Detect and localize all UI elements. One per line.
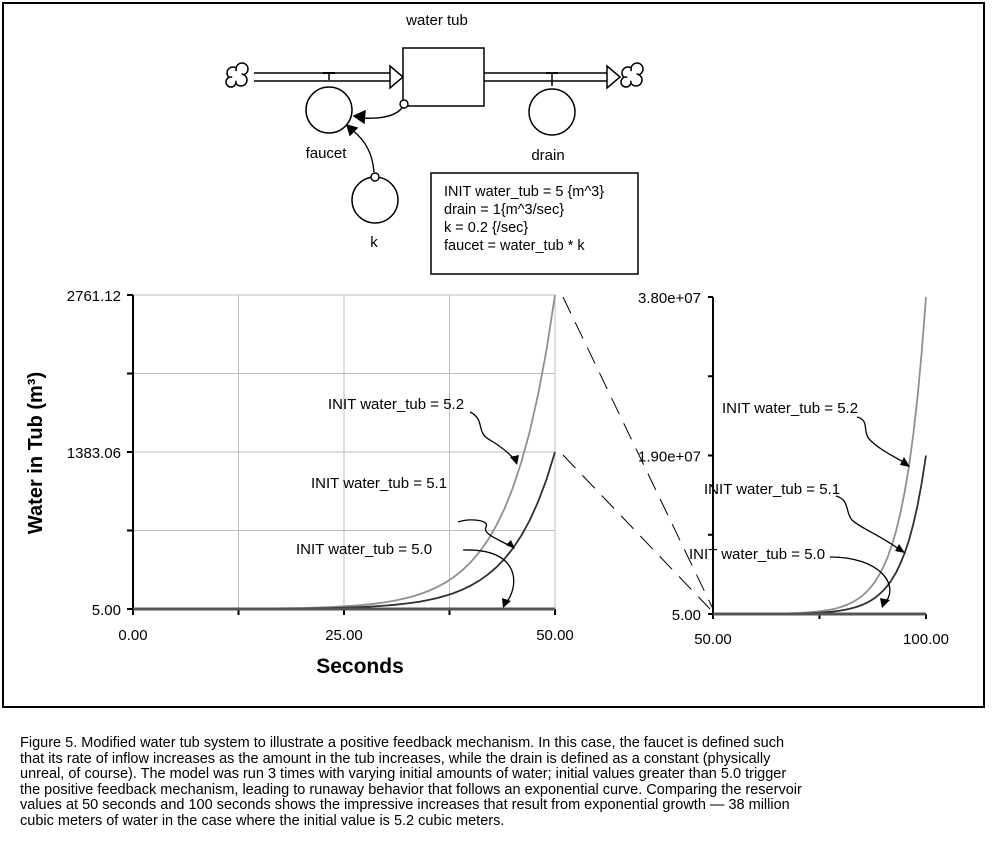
stock-flow-diagram: water tub faucet drain [225,12,644,275]
stock-label: water tub [405,12,468,29]
series-line-5-2 [713,296,927,615]
left-chart-grid [133,294,556,609]
right-chart-axes [708,296,927,619]
annotation-5-2: INIT water_tub = 5.2 [328,396,464,413]
drain-valve-icon [528,88,576,136]
annotation-pointer [829,556,891,604]
y-tick-label: 1.90e+07 [638,449,701,466]
equation-line: faucet = water_tub * k [444,238,585,254]
x-tick-label: 50.00 [536,627,574,644]
x-tick-label: 0.00 [118,627,147,644]
right-chart-tick-labels: 5.00 1.90e+07 3.80e+07 50.00 100.00 [638,290,949,648]
annotation-5-1: INIT water_tub = 5.1 [704,481,840,498]
outflow-pipe [484,64,622,90]
annotation-5-0: INIT water_tub = 5.0 [296,541,432,558]
constant-k-circle [351,176,399,224]
x-axis-label: Seconds [316,655,404,678]
equation-line: INIT water_tub = 5 {m^3} [444,184,604,200]
equation-line: k = 0.2 {/sec} [444,220,528,236]
annotation-pointer [462,549,515,604]
annotation-pointer [457,519,511,547]
drain-label: drain [531,147,564,164]
sink-cloud-icon [620,62,644,88]
faucet-valve-icon [305,86,353,134]
constant-k-label: k [370,234,378,251]
annotation-pointer [469,411,516,461]
right-chart: 5.00 1.90e+07 3.80e+07 50.00 100.00 INIT wat… [638,290,949,648]
connector-k-to-faucet [345,123,380,182]
x-tick-label: 100.00 [903,631,949,648]
right-chart-series [713,296,927,616]
annotation-5-2: INIT water_tub = 5.2 [722,400,858,417]
stock-box [402,47,485,107]
annotation-arrowhead [895,544,905,553]
x-tick-label: 50.00 [694,631,732,648]
y-tick-label: 1383.06 [67,445,121,462]
figure-frame [2,2,985,708]
annotation-pointer [835,495,901,551]
annotation-arrowhead [900,457,910,467]
annotation-5-0: INIT water_tub = 5.0 [689,546,825,563]
y-tick-label: 5.00 [92,602,121,619]
equations-box [430,172,639,275]
left-chart-axes [127,294,556,615]
annotation-pointer [856,416,906,464]
annotation-arrowhead [502,598,511,608]
annotation-5-1: INIT water_tub = 5.1 [311,475,447,492]
annotation-arrowhead [510,455,519,465]
equation-line: drain = 1{m^3/sec} [444,202,564,218]
inflow-pipe [254,64,405,90]
y-tick-label: 5.00 [672,607,701,624]
annotation-arrowhead [880,598,890,608]
annotation-arrowhead [506,540,515,549]
left-chart-series [133,294,556,611]
source-cloud-icon [225,62,249,88]
figure-caption: Figure 5. Modified water tub system to i… [20,735,802,829]
left-chart: 5.00 1383.06 2761.12 0.00 25.00 50.00 Seconds… [25,288,574,678]
y-tick-label: 2761.12 [67,288,121,305]
x-tick-label: 25.00 [325,627,363,644]
faucet-label: faucet [306,145,348,162]
connector-stock-to-faucet [352,99,409,125]
y-axis-label: Water in Tub (m³) [25,372,47,534]
y-tick-label: 3.80e+07 [638,290,701,307]
left-chart-tick-labels: 5.00 1383.06 2761.12 0.00 25.00 50.00 [67,288,574,644]
zoom-connector-line [562,454,711,610]
zoom-connector-line [562,296,714,610]
